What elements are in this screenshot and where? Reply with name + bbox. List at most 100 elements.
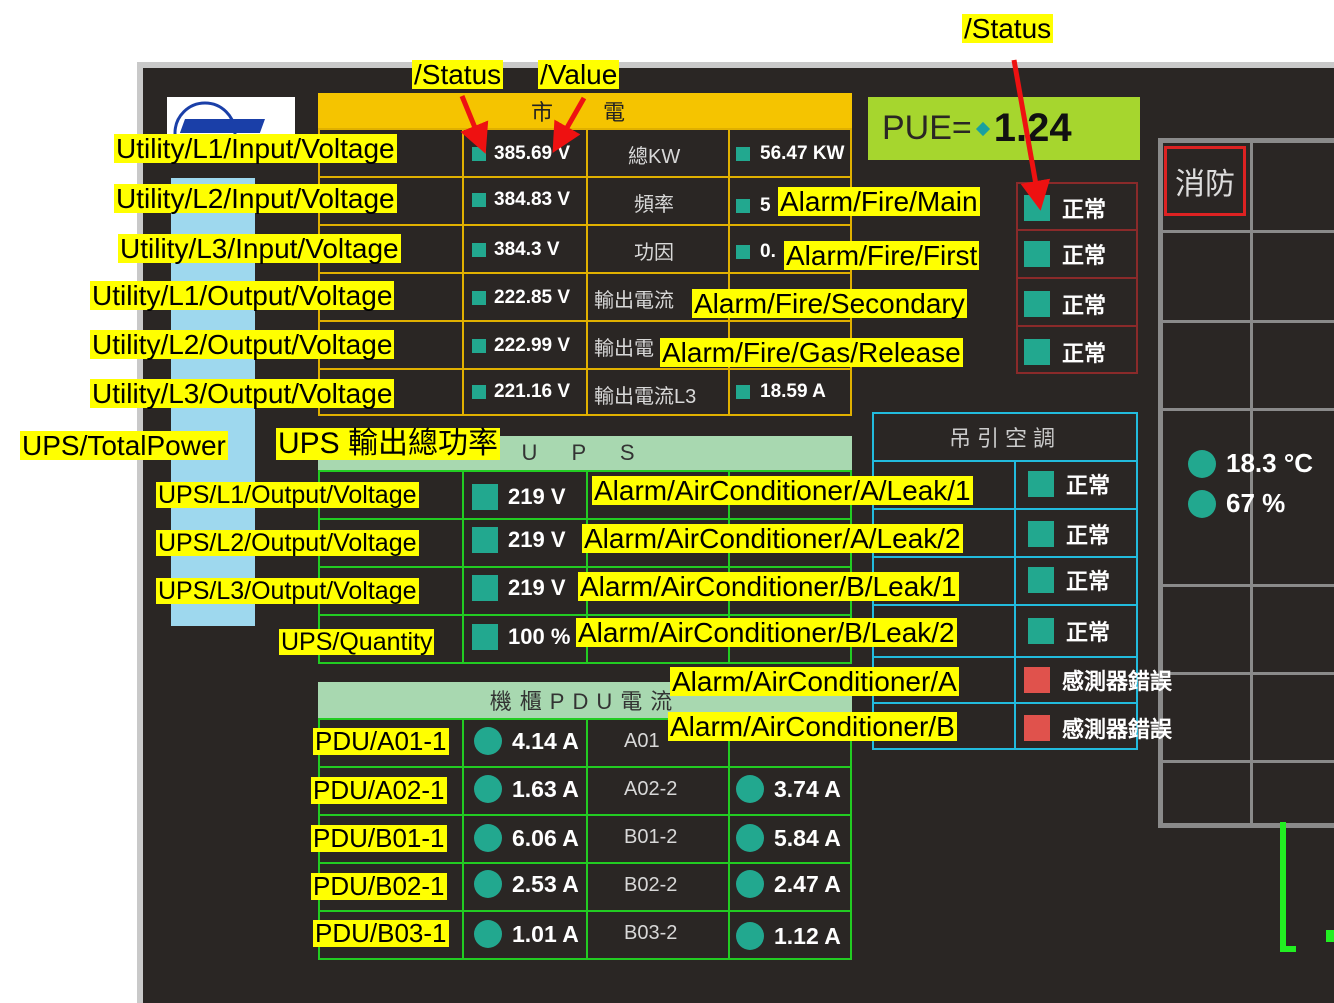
utility-output-current-l3-label: 輸出電流L3 bbox=[594, 386, 697, 408]
error-indicator-icon bbox=[1024, 667, 1050, 693]
utility-l3-input-value: 384.3 V bbox=[472, 238, 560, 262]
pdu-row-line bbox=[318, 814, 852, 816]
fire-zone-divider bbox=[1163, 584, 1334, 587]
status-indicator-icon bbox=[736, 775, 764, 803]
fire-row-line bbox=[1016, 325, 1138, 327]
annotation-ups-total-label: UPS 輸出總功率 bbox=[276, 427, 501, 460]
fire-zone-frame bbox=[1158, 138, 1334, 828]
utility-l3-output-value: 221.16 V bbox=[472, 380, 570, 404]
ups-row-line bbox=[318, 566, 852, 568]
fire-secondary-status: 正常 bbox=[1024, 288, 1106, 320]
utility-l2-input-value: 384.83 V bbox=[472, 188, 570, 212]
green-line-decoration bbox=[1280, 822, 1286, 952]
pdu-b03-2-label: B03-2 bbox=[624, 922, 678, 944]
status-indicator-icon bbox=[1028, 618, 1054, 644]
status-indicator-icon bbox=[474, 775, 502, 803]
fire-zone-divider bbox=[1163, 230, 1334, 233]
aircon-row-line bbox=[872, 604, 1138, 606]
status-indicator-icon bbox=[1028, 567, 1054, 593]
annotation-utility-l3-output: Utility/L3/Output/Voltage bbox=[90, 378, 395, 409]
error-indicator-icon bbox=[1024, 715, 1050, 741]
annotation-ups-quantity: UPS/Quantity bbox=[279, 628, 435, 656]
status-indicator-icon bbox=[1024, 291, 1050, 317]
aircon-header-text: 吊引空調 bbox=[948, 426, 1061, 451]
annotation-aircon-b-leak2: Alarm/AirConditioner/B/Leak/2 bbox=[576, 617, 957, 648]
pdu-b03-1-value: 1.01 A bbox=[474, 920, 579, 948]
pdu-a02-1-value: 1.63 A bbox=[474, 775, 579, 803]
status-indicator-icon bbox=[472, 575, 498, 601]
utility-frequency-label: 頻率 bbox=[634, 194, 674, 216]
utility-row-line bbox=[318, 368, 852, 370]
pdu-a02-2-value: 3.74 A bbox=[736, 775, 841, 803]
pdu-col-line bbox=[462, 718, 464, 960]
annotation-utility-l1-input: Utility/L1/Input/Voltage bbox=[114, 133, 397, 164]
fire-first-status: 正常 bbox=[1024, 238, 1106, 270]
arrow-status-icon bbox=[459, 95, 489, 154]
pdu-col-line bbox=[586, 718, 588, 960]
annotation-aircon-b-leak1: Alarm/AirConditioner/B/Leak/1 bbox=[578, 571, 959, 602]
annotation-pdu-a01-1: PDU/A01-1 bbox=[313, 726, 449, 756]
status-indicator-icon bbox=[736, 385, 750, 399]
annotation-utility-l2-input: Utility/L2/Input/Voltage bbox=[114, 183, 397, 214]
pdu-row-line bbox=[318, 862, 852, 864]
fire-zone-divider bbox=[1250, 138, 1253, 828]
temperature-reading: 18.3 °C bbox=[1188, 448, 1313, 479]
status-indicator-icon bbox=[736, 245, 750, 259]
status-indicator-icon bbox=[1024, 241, 1050, 267]
fire-row-line bbox=[1016, 229, 1138, 231]
pdu-b01-1-value: 6.06 A bbox=[474, 824, 579, 852]
pue-label: PUE= bbox=[882, 109, 972, 147]
utility-l2-output-value: 222.99 V bbox=[472, 334, 570, 358]
humidity-reading: 67 % bbox=[1188, 488, 1285, 519]
annotation-utility-l2-output: Utility/L2/Output/Voltage bbox=[90, 329, 395, 360]
status-indicator-icon bbox=[736, 824, 764, 852]
ups-quantity-value: 100 % bbox=[472, 624, 570, 650]
annotation-ups-l2-output: UPS/L2/Output/Voltage bbox=[156, 529, 419, 557]
aircon-row-line bbox=[872, 556, 1138, 558]
annotation-top-status: /Status bbox=[962, 13, 1054, 44]
pdu-b03-2-value: 1.12 A bbox=[736, 922, 841, 950]
fire-zone-divider bbox=[1163, 760, 1334, 763]
utility-power-factor-label: 功因 bbox=[634, 242, 674, 264]
annotation-ups-total-power: UPS/TotalPower bbox=[20, 430, 228, 461]
pdu-b02-2-value: 2.47 A bbox=[736, 870, 841, 898]
pdu-header-text: 機櫃PDU電流 bbox=[489, 689, 681, 714]
aircon-b-leak1-status: 正常 bbox=[1028, 564, 1110, 596]
annotation-aircon-b: Alarm/AirConditioner/B bbox=[668, 711, 957, 742]
utility-l1-output-value: 222.85 V bbox=[472, 286, 570, 310]
utility-row-line bbox=[318, 176, 852, 178]
pdu-row-line bbox=[318, 910, 852, 912]
status-indicator-icon bbox=[474, 727, 502, 755]
utility-output-current-l3-value: 18.59 A bbox=[736, 380, 826, 404]
utility-power-factor-value: 0. bbox=[736, 240, 776, 264]
status-indicator-icon bbox=[736, 870, 764, 898]
status-indicator-icon bbox=[474, 870, 502, 898]
pdu-a01-2-label: A01 bbox=[624, 730, 660, 752]
ups-row-line bbox=[318, 518, 852, 520]
annotation-pdu-b03-1: PDU/B03-1 bbox=[313, 918, 449, 948]
annotation-fire-gas-release: Alarm/Fire/Gas/Release bbox=[660, 337, 963, 368]
ups-header-text: U P S bbox=[521, 440, 649, 465]
pdu-b02-2-label: B02-2 bbox=[624, 874, 678, 896]
fire-zone-divider bbox=[1163, 408, 1334, 411]
utility-total-kw-label: 總KW bbox=[628, 146, 681, 168]
pdu-col-line bbox=[728, 718, 730, 960]
status-indicator-icon bbox=[474, 920, 502, 948]
arrow-value-icon bbox=[552, 96, 587, 154]
annotation-pdu-a02-1: PDU/A02-1 bbox=[311, 775, 447, 805]
annotation-pdu-b01-1: PDU/B01-1 bbox=[311, 823, 447, 853]
fire-row-line bbox=[1016, 277, 1138, 279]
status-indicator-icon bbox=[472, 484, 498, 510]
fire-gas-release-status: 正常 bbox=[1024, 336, 1106, 368]
pdu-row-line bbox=[318, 766, 852, 768]
status-indicator-icon bbox=[472, 243, 486, 257]
status-indicator-icon bbox=[472, 624, 498, 650]
pue-display: PUE= 1.24 bbox=[868, 97, 1140, 160]
utility-row-line bbox=[318, 320, 852, 322]
pdu-b01-2-label: B01-2 bbox=[624, 826, 678, 848]
aircon-b-leak2-status: 正常 bbox=[1028, 615, 1110, 647]
status-indicator-icon bbox=[1028, 521, 1054, 547]
aircon-a-leak2-status: 正常 bbox=[1028, 518, 1110, 550]
pue-value: 1.24 bbox=[993, 106, 1072, 150]
